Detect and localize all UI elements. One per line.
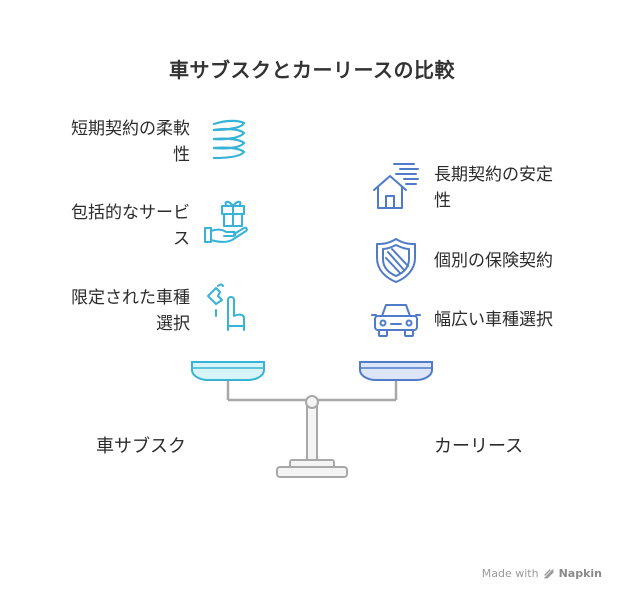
right-pan xyxy=(359,361,433,381)
napkin-brand: Napkin xyxy=(558,567,602,580)
right-item-1-label: 長期契約の安定 性 xyxy=(434,165,553,211)
car-icon xyxy=(371,304,421,337)
balance-scale xyxy=(191,361,433,478)
left-item-1-label: 短期契約の柔軟 性 xyxy=(71,119,190,165)
shield-icon xyxy=(376,238,416,283)
left-pan xyxy=(191,361,265,381)
hand-gesture-icon xyxy=(207,283,245,331)
page-title: 車サブスクとカーリースの比較 xyxy=(169,58,455,82)
footer: Made with Napkin xyxy=(482,567,602,580)
made-with-text: Made with xyxy=(481,567,539,580)
right-side-label: カーリース xyxy=(434,436,524,457)
left-item-3-label: 限定された車種 選択 xyxy=(71,288,190,334)
napkin-logo-icon xyxy=(543,568,554,579)
right-item-2-label: 個別の保険契約 xyxy=(434,251,553,271)
left-side-label: 車サブスク xyxy=(96,436,186,457)
gift-hand-icon xyxy=(204,200,248,243)
spring-icon xyxy=(212,119,246,160)
left-item-2-label: 包括的なサービ ス xyxy=(71,203,190,249)
right-item-3-label: 幅広い車種選択 xyxy=(434,310,553,330)
house-wind-icon xyxy=(373,163,419,209)
